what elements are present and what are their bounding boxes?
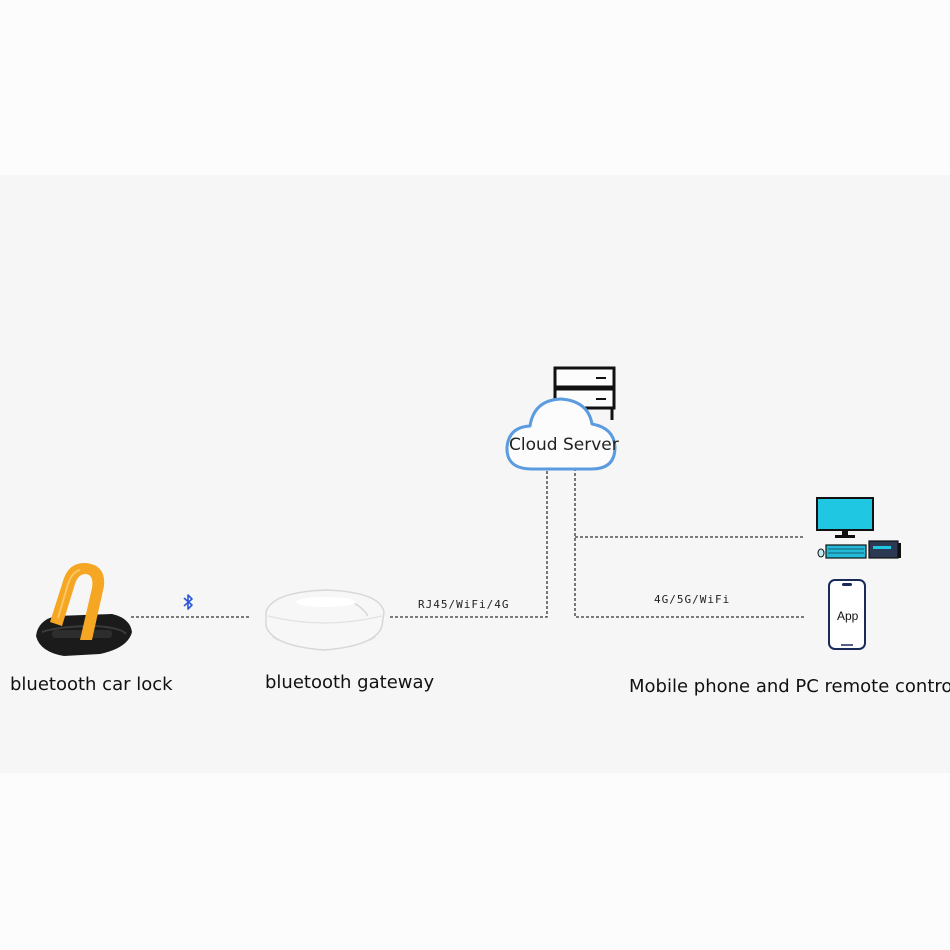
gateway-image — [265, 589, 385, 651]
gateway-cloud-link-label: RJ45/WiFi/4G — [418, 598, 510, 611]
desktop-pc-icon — [816, 497, 901, 559]
gateway-cloud-connector — [390, 468, 548, 618]
bluetooth-icon — [183, 594, 193, 610]
smartphone-icon — [828, 579, 866, 650]
cloud-phone-connector — [574, 468, 805, 618]
app-label: App — [837, 609, 859, 623]
background-band — [0, 175, 950, 773]
car-lock-label: bluetooth car lock — [10, 674, 173, 695]
cloud-remote-link-label: 4G/5G/WiFi — [654, 593, 731, 606]
car-lock-image — [36, 562, 132, 656]
cloud-server-label: Cloud Server — [509, 435, 619, 455]
remote-control-label: Mobile phone and PC remote control — [629, 676, 950, 697]
gateway-label: bluetooth gateway — [265, 672, 435, 693]
cloud-icon — [505, 397, 617, 471]
server-icon — [553, 366, 616, 420]
